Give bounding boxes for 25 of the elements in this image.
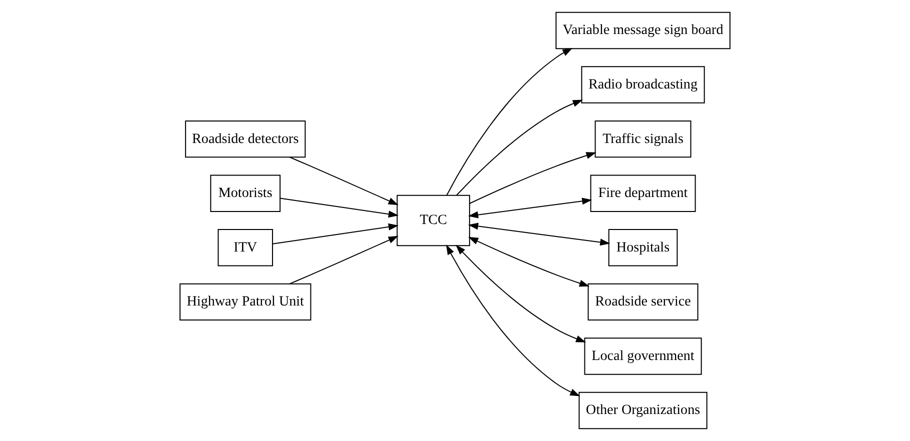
- arrow: [468, 222, 610, 246]
- node-box: Radio broadcasting: [581, 66, 705, 104]
- node-box: TCC: [396, 194, 470, 246]
- arrow: [290, 156, 398, 206]
- node-box: Roadside detectors: [185, 120, 306, 158]
- node-box: Hospitals: [608, 229, 678, 266]
- node-box: Variable message sign board: [556, 12, 730, 50]
- node-box: Roadside service: [588, 283, 698, 321]
- arrow: [468, 198, 592, 218]
- node-box: Highway Patrol Unit: [180, 283, 312, 321]
- node-box: Other Organizations: [578, 392, 708, 430]
- arrow: [456, 244, 586, 342]
- arrow: [272, 223, 399, 244]
- arrow: [456, 100, 583, 196]
- node-box: ITV: [218, 229, 274, 266]
- arrow: [468, 236, 590, 287]
- arrow: [290, 236, 398, 284]
- node-box: Local government: [584, 338, 702, 375]
- node-box: Motorists: [210, 174, 281, 212]
- arrow: [446, 244, 580, 396]
- node-box: Fire department: [590, 174, 696, 212]
- node-box: Traffic signals: [594, 120, 692, 158]
- arrow: [446, 48, 573, 196]
- arrow: [280, 198, 399, 218]
- arrow: [469, 152, 596, 204]
